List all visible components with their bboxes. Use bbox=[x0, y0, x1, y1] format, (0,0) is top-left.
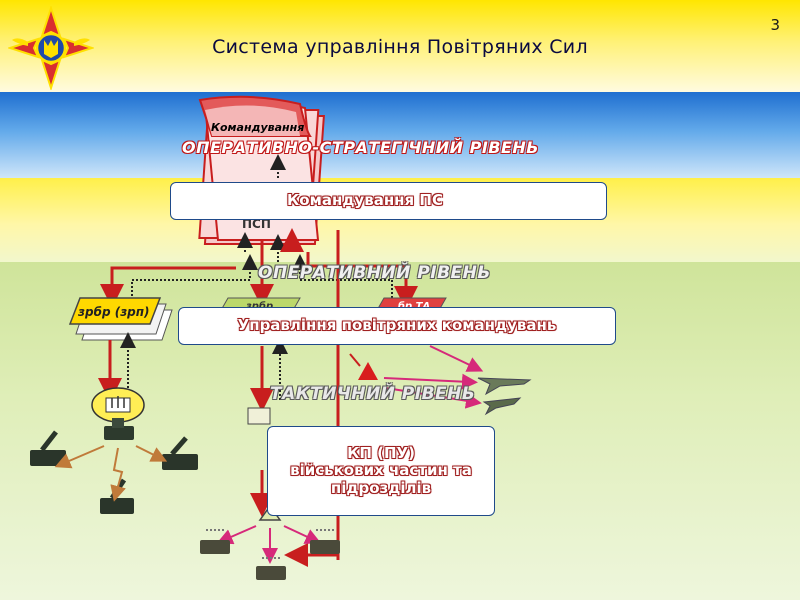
level-tactical: ТАКТИЧНИЙ РІВЕНЬ bbox=[270, 384, 476, 404]
air-force-emblem-icon bbox=[8, 6, 94, 90]
level-operational-strategic: ОПЕРАТИВНО-СТРАТЕГІЧНИЙ РІВЕНЬ bbox=[182, 138, 539, 157]
radio-link-line bbox=[135, 445, 168, 462]
zrbr-command-post-icon bbox=[91, 387, 145, 423]
zrbr-unit-stack bbox=[68, 297, 173, 341]
radio-link-line bbox=[54, 445, 105, 469]
level-operational: ОПЕРАТИВНИЙ РІВЕНЬ bbox=[258, 263, 491, 283]
callout-air-commands-text: Управління повітряних командувань bbox=[237, 316, 557, 335]
missile-launcher-icon bbox=[100, 478, 134, 514]
alert-triangle-icon bbox=[358, 362, 378, 380]
command-post-label: ПСП bbox=[242, 217, 271, 231]
header-band bbox=[0, 0, 800, 92]
missile-launcher-icon bbox=[30, 430, 66, 466]
fighter-jet-icon bbox=[477, 377, 532, 396]
link-line-magenta bbox=[216, 525, 257, 545]
callout-kp-line2: військових частин та bbox=[290, 461, 472, 480]
radio-link-line bbox=[110, 447, 126, 502]
zrbr-label: зрбр (зрп) bbox=[77, 305, 150, 319]
link-line-aircraft bbox=[429, 345, 484, 372]
fighter-jet-icon bbox=[482, 397, 522, 416]
link-line-magenta bbox=[283, 525, 322, 544]
radar-vehicle-icon bbox=[200, 529, 230, 554]
callout-kp-line3: підрозділів bbox=[330, 478, 432, 497]
command-line-zrbr bbox=[100, 266, 236, 308]
slide-title: Система управління Повітряних Сил bbox=[212, 36, 588, 58]
missile-launcher-icon bbox=[162, 436, 198, 470]
callout-air-force-command: Командування ПС bbox=[170, 182, 607, 220]
tactical-post-icon bbox=[247, 407, 271, 425]
link-line-aircraft bbox=[383, 373, 478, 390]
callout-unit-command-posts: КП (ПУ) військових частин та підрозділів bbox=[267, 426, 495, 516]
command-line-tactical-aviation bbox=[306, 252, 418, 310]
slide-number: 3 bbox=[770, 16, 780, 34]
link-line-aircraft bbox=[385, 387, 482, 409]
operational-strategic-band bbox=[0, 92, 800, 178]
callout-command-text: Командування ПС bbox=[287, 191, 443, 210]
report-line-tactical-aviation bbox=[292, 254, 393, 298]
radar-vehicle-icon bbox=[104, 418, 134, 440]
command-document-label: Командування bbox=[211, 121, 304, 134]
radar-vehicle-icon bbox=[310, 529, 340, 554]
command-line-triangle bbox=[349, 353, 361, 367]
callout-kp-line1: КП (ПУ) bbox=[347, 444, 415, 463]
callout-air-commands: Управління повітряних командувань bbox=[178, 307, 616, 345]
radar-vehicle-icon bbox=[256, 557, 286, 580]
report-line-zrbr bbox=[131, 254, 258, 296]
